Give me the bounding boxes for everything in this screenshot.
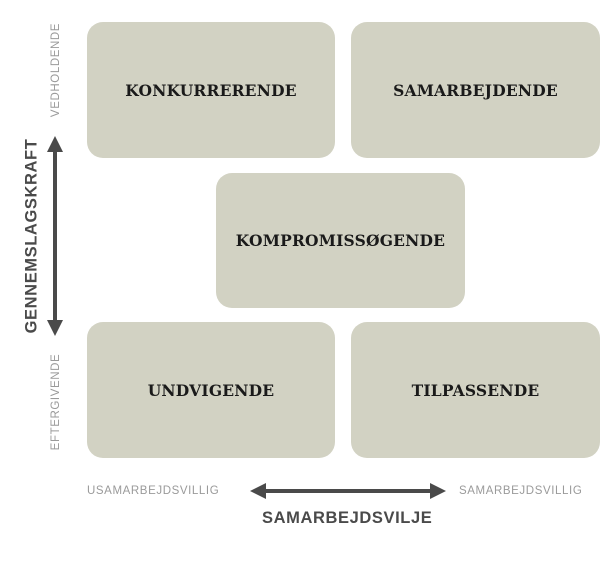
y-axis-title: GENNEMSLAGSKRAFT <box>22 138 41 334</box>
quadrant-avoiding: UNDVIGENDE <box>87 322 335 458</box>
quadrant-collaborating-label: SAMARBEJDENDE <box>393 80 558 100</box>
quadrant-collaborating: SAMARBEJDENDE <box>351 22 600 158</box>
quadrant-competing: KONKURRERENDE <box>87 22 335 158</box>
y-axis-high-label: VEDHOLDENDE <box>50 22 62 118</box>
x-axis-high-label: SAMARBEJDSVILLIG <box>459 485 583 497</box>
quadrant-compromising: KOMPROMISSØGENDE <box>216 173 465 308</box>
quadrant-accommodating-label: TILPASSENDE <box>411 380 540 400</box>
x-axis-low-label: USAMARBEJDSVILLIG <box>87 485 220 497</box>
y-axis-low-label: EFTERGIVENDE <box>50 353 62 451</box>
quadrant-compromising-label: KOMPROMISSØGENDE <box>235 231 446 250</box>
quadrant-competing-label: KONKURRERENDE <box>125 80 297 100</box>
x-axis-double-arrow <box>250 483 446 499</box>
x-axis-title: SAMARBEJDSVILJE <box>262 509 433 527</box>
quadrant-accommodating: TILPASSENDE <box>351 322 600 458</box>
y-axis-double-arrow <box>47 136 63 336</box>
quadrant-avoiding-label: UNDVIGENDE <box>147 380 275 400</box>
